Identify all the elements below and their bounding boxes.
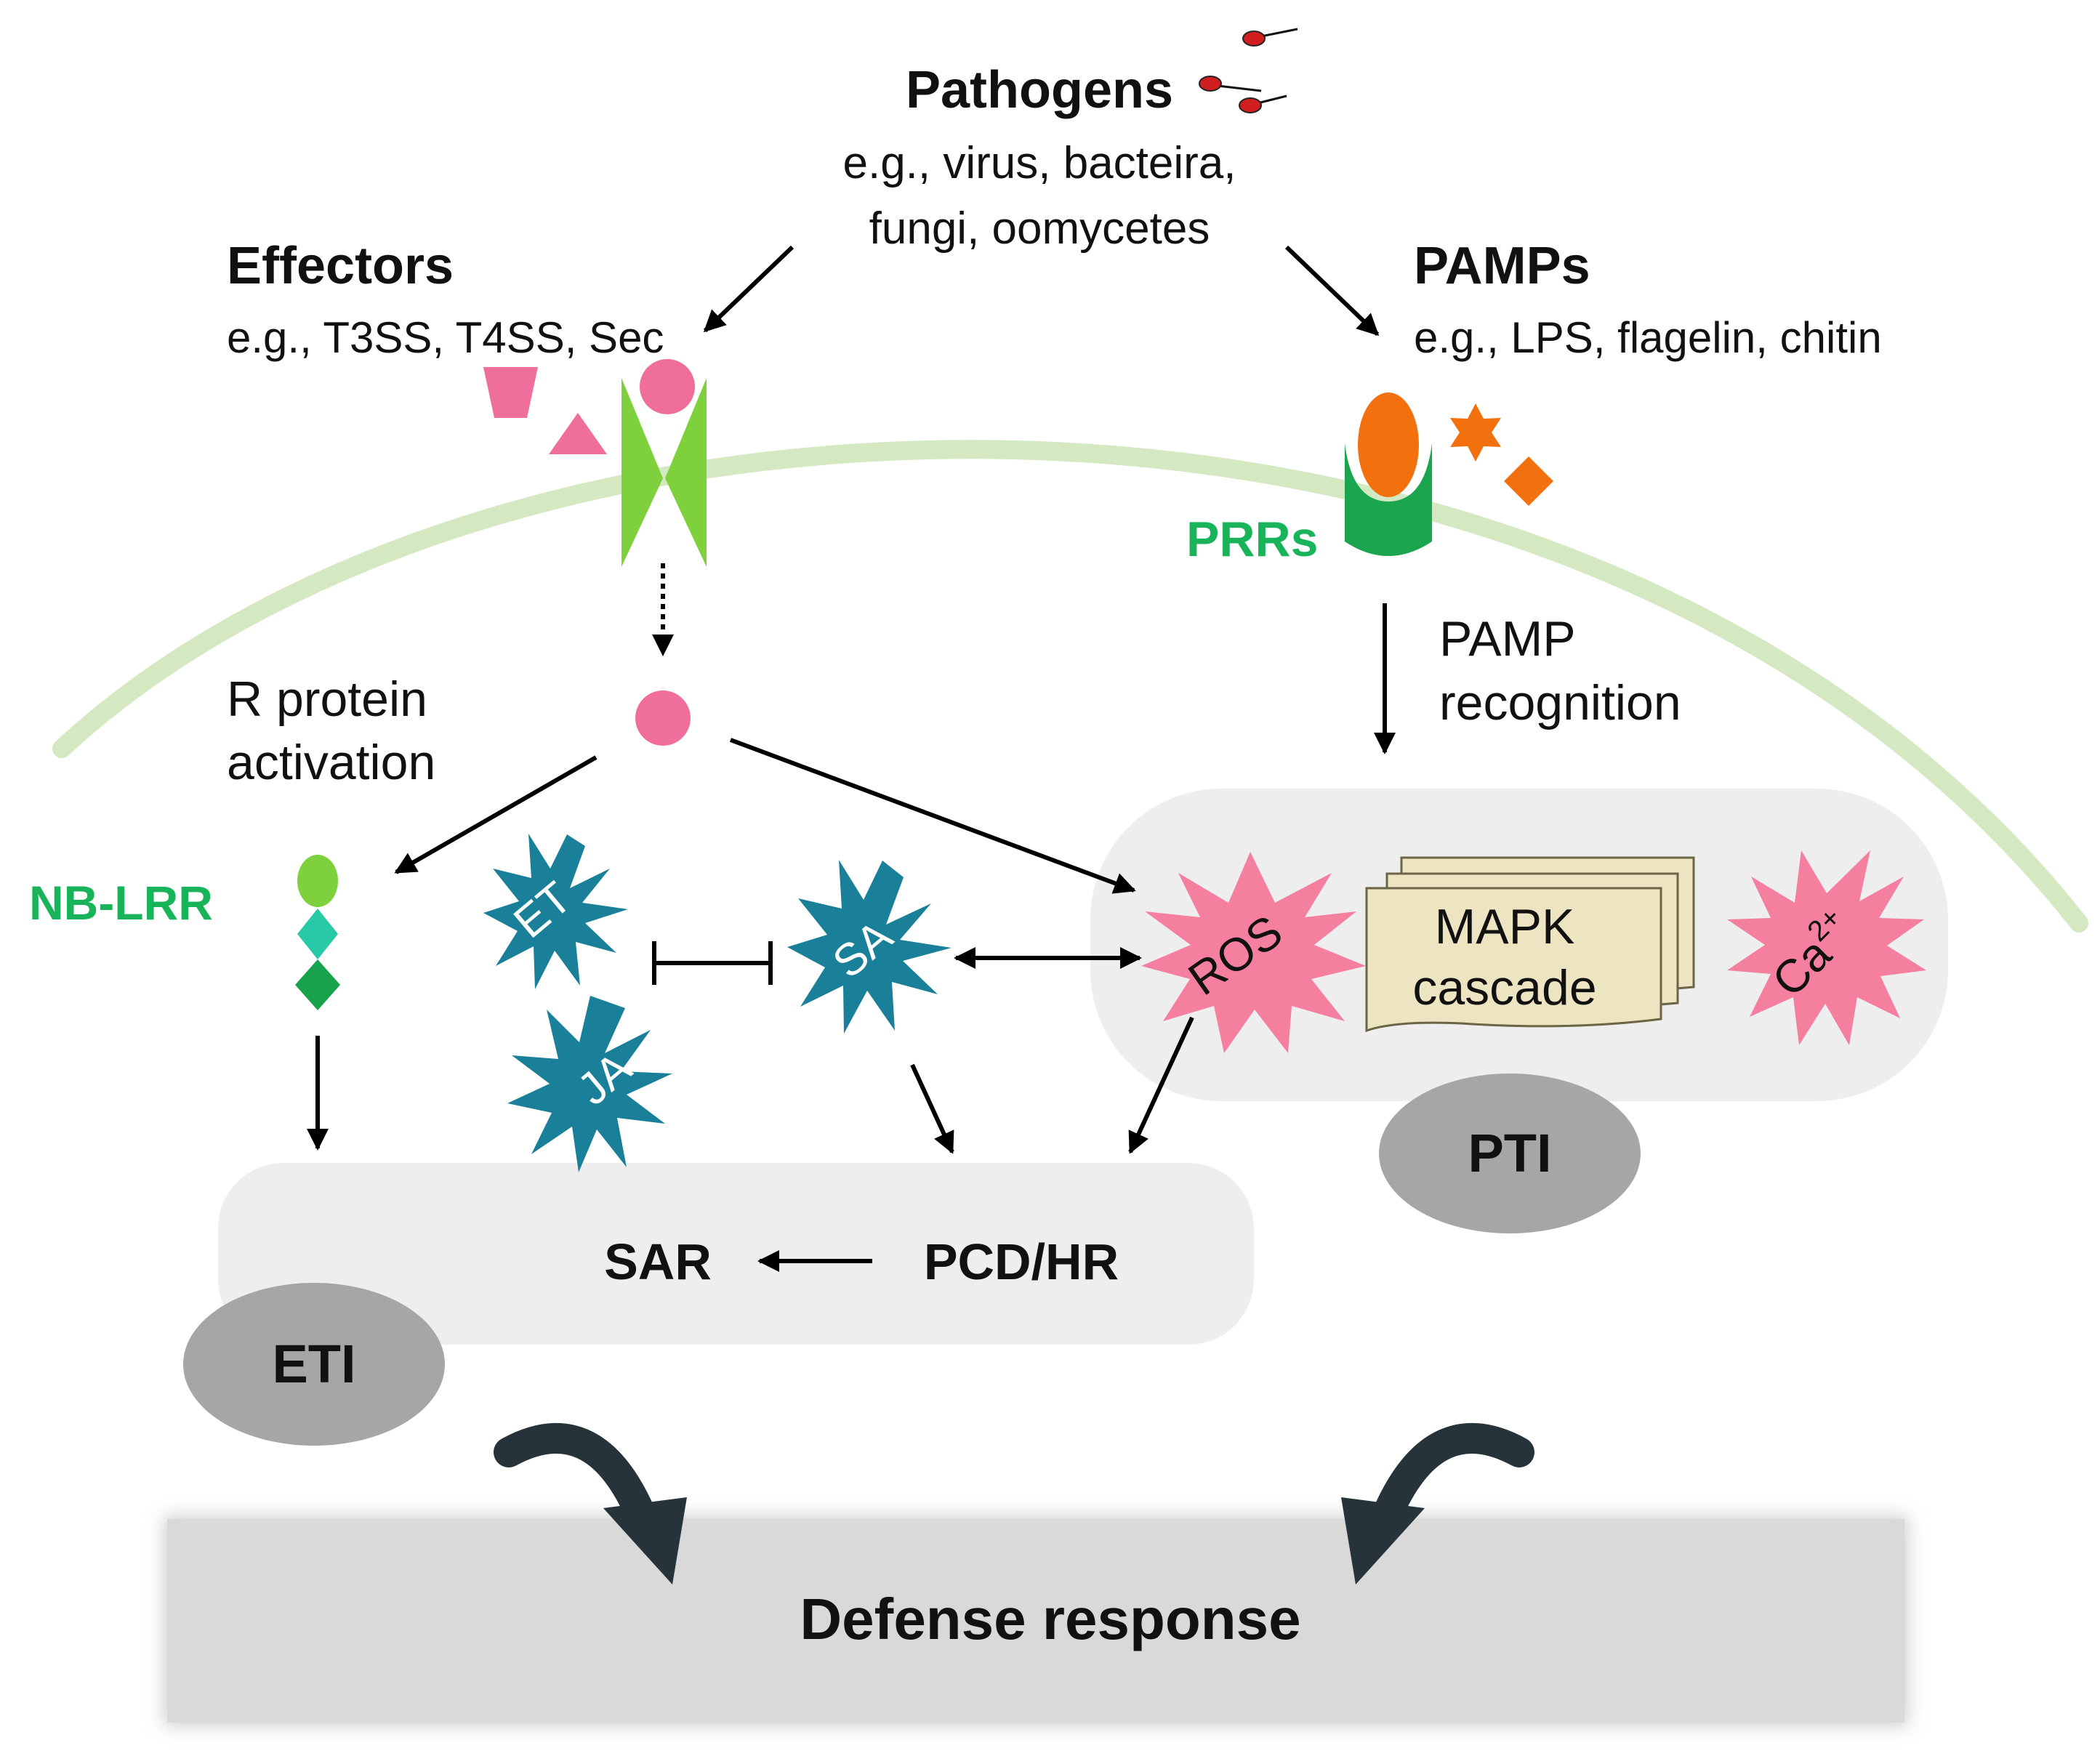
prr-ligand bbox=[1358, 392, 1419, 497]
pamps-examples: e.g., LPS, flagelin, chitin bbox=[1414, 313, 1882, 362]
cell-membrane bbox=[52, 440, 2088, 933]
effectors-title: Effectors bbox=[227, 237, 454, 295]
defense-response-label: Defense response bbox=[800, 1587, 1300, 1651]
prr-receptor bbox=[1345, 443, 1432, 556]
mapk-line1: MAPK bbox=[1435, 899, 1575, 954]
effectors-examples: e.g., T3SS, T4SS, Sec bbox=[227, 313, 664, 362]
effector-circle-inside bbox=[635, 690, 691, 746]
arrow-pathogen-to-effectors bbox=[703, 245, 794, 333]
nb-lrr-label: NB-LRR bbox=[29, 876, 213, 930]
et-sa-inhibition bbox=[652, 941, 773, 985]
mapk-cascade bbox=[1365, 856, 1695, 1033]
pamps-title: PAMPs bbox=[1414, 237, 1590, 295]
pti-label: PTI bbox=[1468, 1123, 1551, 1183]
pamp-recognition-line2: recognition bbox=[1439, 675, 1681, 730]
arrow-pti-to-defense bbox=[1341, 1422, 1534, 1584]
pti-badge bbox=[1379, 1074, 1641, 1233]
pcd-hr-label: PCD/HR bbox=[924, 1233, 1119, 1290]
arrow-effector-to-ros bbox=[729, 738, 1136, 894]
arrow-pathogen-to-pamps bbox=[1284, 245, 1380, 337]
arrow-eti-to-defense bbox=[494, 1422, 687, 1584]
defense-box bbox=[167, 1519, 1904, 1723]
pamp-recognition-line1: PAMP bbox=[1439, 611, 1576, 666]
eti-badge bbox=[183, 1283, 445, 1446]
pathogens-examples-line1: e.g., virus, bacteira, bbox=[842, 138, 1236, 188]
prrs-label: PRRs bbox=[1186, 512, 1318, 567]
sar-label: SAR bbox=[604, 1233, 712, 1290]
secretion-channel bbox=[621, 378, 707, 567]
pathogens-title: Pathogens bbox=[906, 61, 1173, 119]
pamp-star bbox=[1450, 403, 1501, 462]
r-protein-line1: R protein bbox=[227, 672, 427, 727]
ca-star bbox=[1727, 850, 1926, 1045]
arrow-effector-to-nblrr bbox=[394, 755, 598, 874]
arrow-ros-to-pcd bbox=[1128, 1016, 1194, 1154]
effector-trapezoid bbox=[483, 367, 538, 418]
pathogen-icons bbox=[1199, 28, 1298, 113]
pathogens-examples-line2: fungi, oomycetes bbox=[869, 204, 1210, 254]
ros-star bbox=[1141, 852, 1366, 1053]
r-protein-line2: activation bbox=[227, 735, 435, 790]
pamp-diamond bbox=[1504, 456, 1553, 506]
effector-triangle bbox=[549, 413, 607, 454]
mapk-line2: cascade bbox=[1412, 960, 1596, 1015]
nb-lrr-protein bbox=[295, 855, 340, 1010]
sa-star bbox=[787, 860, 952, 1034]
eti-label: ETI bbox=[272, 1334, 355, 1394]
ja-star bbox=[507, 996, 672, 1172]
arrow-sa-to-pcd bbox=[910, 1063, 954, 1154]
effector-circle-top bbox=[640, 359, 695, 414]
et-star bbox=[483, 834, 628, 989]
eti-panel bbox=[218, 1163, 1254, 1345]
